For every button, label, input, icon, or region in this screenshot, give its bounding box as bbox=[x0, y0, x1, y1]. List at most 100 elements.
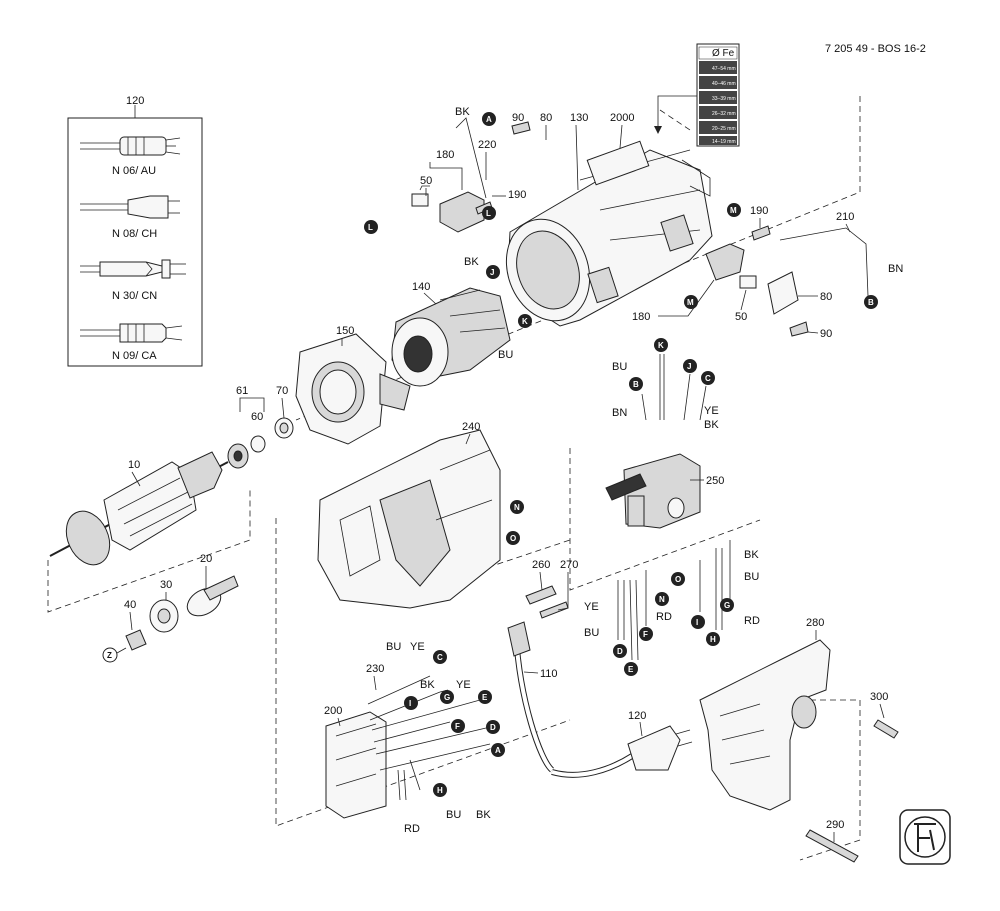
wire-bn: BN bbox=[888, 263, 903, 275]
part-label-220: 220 bbox=[478, 139, 496, 151]
part-label-120: 120 bbox=[628, 710, 646, 722]
part-label-90-right: 90 bbox=[820, 328, 832, 340]
part-label-40: 40 bbox=[124, 599, 136, 611]
sticker-row: 33–39 mm bbox=[712, 96, 736, 102]
marker-o: O bbox=[510, 534, 516, 543]
marker-d: D bbox=[490, 723, 496, 732]
grip-cover bbox=[699, 639, 831, 811]
wire-bn: BN bbox=[612, 407, 627, 419]
part-label-270: 270 bbox=[560, 559, 578, 571]
wire-ye: YE bbox=[456, 679, 471, 691]
part-label-180-left: 180 bbox=[436, 149, 454, 161]
wire-ye: YE bbox=[410, 641, 425, 653]
marker-f: F bbox=[643, 630, 648, 639]
part-label-140: 140 bbox=[412, 281, 430, 293]
bearing-parts bbox=[227, 397, 294, 469]
marker-i: I bbox=[409, 699, 411, 708]
part-label-110: 110 bbox=[540, 668, 558, 680]
part-label-260: 260 bbox=[532, 559, 550, 571]
part-label-300: 300 bbox=[870, 691, 888, 703]
marker-f: F bbox=[455, 722, 460, 731]
gear-housing bbox=[317, 429, 501, 609]
plug-ch-icon bbox=[80, 195, 180, 219]
plug-ca-icon bbox=[80, 323, 183, 343]
part-label-190-right: 190 bbox=[750, 205, 768, 217]
wire-rd: RD bbox=[656, 611, 672, 623]
connection-markers: A A B B C C D D E E F F G G H H I I J J … bbox=[364, 112, 878, 797]
part-label-150: 150 bbox=[336, 325, 354, 337]
wire-color-labels: BK BK BU BN BU BN YE BK BK BU RD YE BU R… bbox=[386, 106, 903, 835]
part-label-80-right: 80 bbox=[820, 291, 832, 303]
marker-o: O bbox=[675, 575, 681, 584]
wire-ye: YE bbox=[584, 601, 599, 613]
wire-bk: BK bbox=[420, 679, 435, 691]
wire-bu: BU bbox=[612, 361, 627, 373]
marker-c: C bbox=[437, 653, 443, 662]
marker-k: K bbox=[658, 341, 664, 350]
marker-l: L bbox=[368, 223, 373, 232]
part-label-210: 210 bbox=[836, 211, 854, 223]
marker-z: Z bbox=[107, 651, 112, 660]
fein-logo bbox=[899, 809, 951, 865]
wire-bk: BK bbox=[704, 419, 719, 431]
part-label-2000: 2000 bbox=[610, 112, 634, 124]
marker-n: N bbox=[659, 595, 665, 604]
document-id: 7 205 49 - BOS 16-2 bbox=[825, 43, 926, 55]
plug-cn-icon bbox=[80, 259, 186, 279]
bearing-flange bbox=[295, 333, 411, 445]
wire-ye: YE bbox=[704, 405, 719, 417]
screws bbox=[475, 121, 899, 863]
motor-housing bbox=[505, 140, 713, 327]
marker-g: G bbox=[444, 693, 450, 702]
sticker-header: Ø Fe bbox=[712, 48, 735, 59]
marker-e: E bbox=[628, 665, 634, 674]
wire-bu: BU bbox=[584, 627, 599, 639]
part-label-70: 70 bbox=[276, 385, 288, 397]
marker-g: G bbox=[724, 601, 730, 610]
part-label-30: 30 bbox=[160, 579, 172, 591]
wire-rd: RD bbox=[404, 823, 420, 835]
plug-box-number: 120 bbox=[126, 95, 144, 107]
part-label-61: 61 bbox=[236, 385, 248, 397]
stator bbox=[391, 287, 511, 387]
marker-c: C bbox=[705, 374, 711, 383]
plug-variants-box: 120 N 06/ AU N 08/ CH N 30/ CN bbox=[67, 95, 203, 367]
marker-i: I bbox=[696, 618, 698, 627]
part-label-180-right: 180 bbox=[632, 311, 650, 323]
marker-m: M bbox=[687, 298, 694, 307]
wire-harness-switch bbox=[617, 354, 731, 661]
plug-au-icon bbox=[80, 136, 181, 156]
wire-rd: RD bbox=[744, 615, 760, 627]
sticker-row: 14–19 mm bbox=[712, 139, 736, 145]
sticker-row: 40–46 mm bbox=[712, 81, 736, 87]
part-label-80-top: 80 bbox=[540, 112, 552, 124]
marker-d: D bbox=[617, 647, 623, 656]
switch-assembly bbox=[605, 453, 701, 529]
part-label-280: 280 bbox=[806, 617, 824, 629]
part-label-250: 250 bbox=[706, 475, 724, 487]
marker-e: E bbox=[482, 693, 488, 702]
marker-n: N bbox=[514, 503, 520, 512]
marker-j: J bbox=[687, 362, 691, 371]
marker-a: A bbox=[495, 746, 501, 755]
plug-ch-label: N 08/ CH bbox=[112, 228, 157, 240]
marker-h: H bbox=[710, 635, 716, 644]
wire-bk: BK bbox=[476, 809, 491, 821]
wire-bk: BK bbox=[744, 549, 759, 561]
part-label-50-right: 50 bbox=[735, 311, 747, 323]
spindle-parts: Z bbox=[102, 575, 239, 663]
marker-m: M bbox=[730, 206, 737, 215]
marker-l: L bbox=[486, 209, 491, 218]
part-label-50-left: 50 bbox=[420, 175, 432, 187]
armature bbox=[49, 451, 229, 566]
plug-cn-label: N 30/ CN bbox=[112, 290, 157, 302]
brush-holder-right bbox=[705, 227, 869, 315]
part-labels: 10 20 30 40 50 50 60 61 70 80 80 90 90 1… bbox=[124, 112, 888, 842]
terminal-block bbox=[325, 711, 387, 819]
sticker-2000: Ø Fe 47–54 mm 40–46 mm 33–39 mm 26–32 mm… bbox=[654, 43, 740, 147]
power-cord bbox=[507, 621, 693, 778]
wire-bu: BU bbox=[446, 809, 461, 821]
wire-bu: BU bbox=[744, 571, 759, 583]
marker-a: A bbox=[486, 115, 492, 124]
brush-holder-left bbox=[411, 117, 487, 233]
